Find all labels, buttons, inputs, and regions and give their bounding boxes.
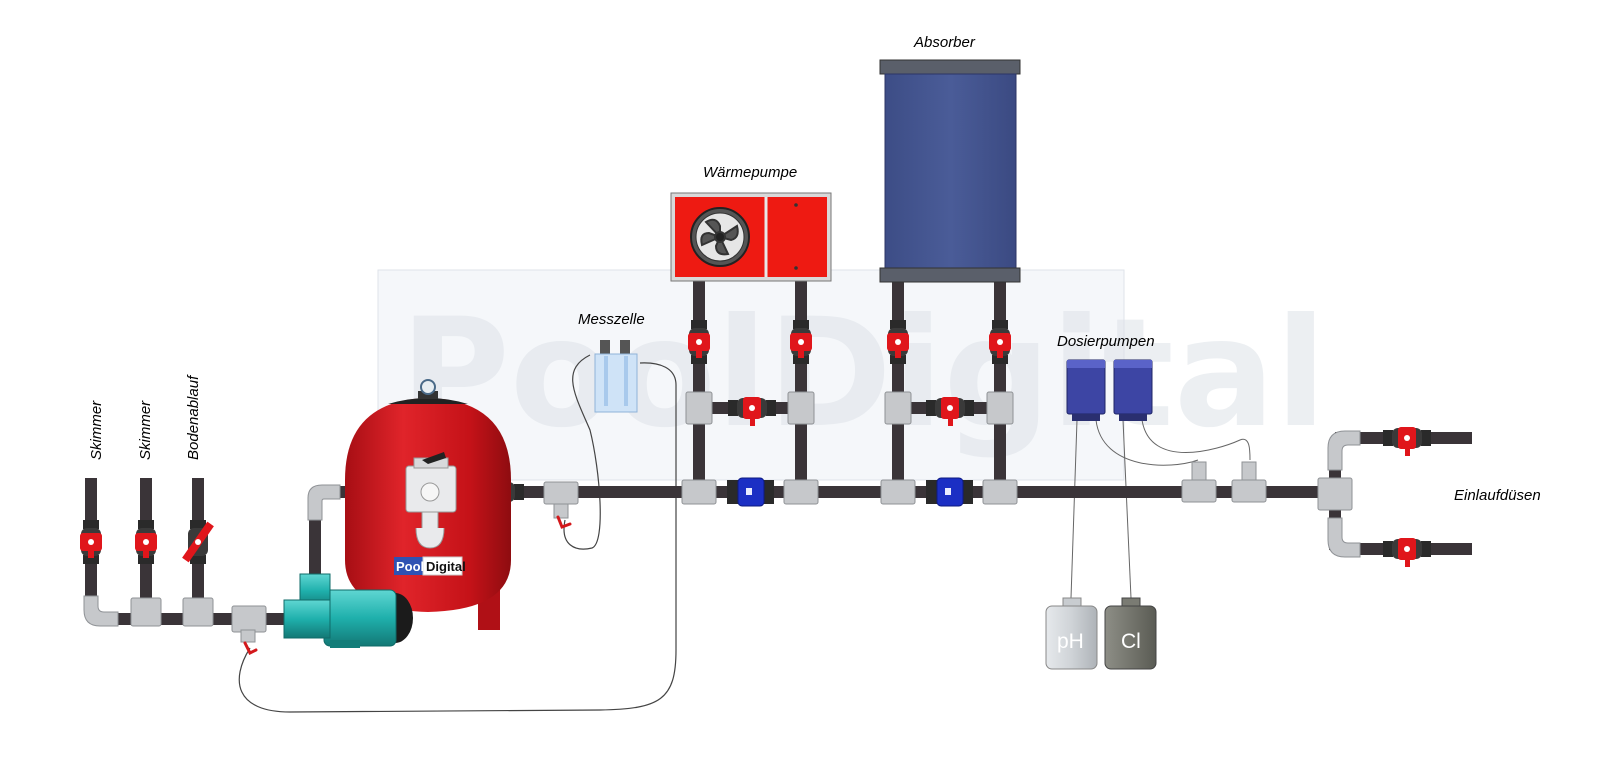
logo-pool-text: Pool — [396, 559, 424, 574]
ball-valve-skimmer-1 — [80, 520, 102, 564]
ball-valve-return-bottom — [1383, 538, 1431, 567]
label-waermepumpe: Wärmepumpe — [703, 164, 797, 181]
check-valve-2 — [926, 477, 973, 507]
sample-taps — [243, 515, 572, 656]
label-skimmer-1: Skimmer — [88, 400, 105, 460]
sample-hoses — [238, 354, 677, 713]
label-bodenablauf: Bodenablauf — [185, 374, 202, 460]
heat-pump — [670, 192, 832, 282]
ball-valves — [80, 320, 1431, 567]
check-valve-1 — [727, 477, 774, 507]
canister-cl: Cl — [1104, 597, 1157, 670]
measuring-cell — [594, 340, 638, 413]
ball-valve-heatpump-bypass — [728, 397, 776, 426]
ball-valve-return-top — [1383, 427, 1431, 456]
fan-icon — [700, 218, 739, 256]
canister-cl-label: Cl — [1121, 630, 1141, 653]
fittings — [83, 391, 1361, 643]
canister-ph: pH — [1045, 597, 1098, 670]
chemical-canisters: pH Cl — [1045, 597, 1157, 670]
check-valves — [727, 477, 973, 507]
ball-valve-heatpump-out — [790, 320, 812, 364]
label-skimmer-2: Skimmer — [137, 400, 154, 460]
label-dosierpumpen: Dosierpumpen — [1057, 333, 1155, 350]
logo-digital-text: Digital — [426, 559, 466, 574]
ball-valve-absorber-out — [989, 320, 1011, 364]
dosing-pumps — [1066, 359, 1153, 421]
ball-valve-absorber-in — [887, 320, 909, 364]
circulation-pump — [283, 573, 413, 648]
dosing-tubes — [1070, 419, 1251, 599]
watermark: PoolDigital — [377, 269, 1327, 481]
label-einlaufduesen: Einlaufdüsen — [1454, 487, 1541, 504]
dosing-pump-cl — [1113, 359, 1153, 421]
ball-valve-absorber-bypass — [926, 397, 974, 426]
canister-ph-label: pH — [1057, 630, 1084, 653]
pooldigital-logo: Pool Digital — [394, 556, 466, 576]
label-absorber: Absorber — [913, 34, 976, 51]
solar-absorber — [879, 59, 1021, 283]
ball-valve-heatpump-in — [688, 320, 710, 364]
ball-valve-bodenablauf — [182, 520, 214, 564]
watermark-text: PoolDigital — [400, 287, 1327, 461]
label-messzelle: Messzelle — [578, 311, 645, 328]
ball-valve-skimmer-2 — [135, 520, 157, 564]
dosing-pump-ph — [1066, 359, 1106, 421]
labels: Skimmer Skimmer Bodenablauf Messzelle Wä… — [88, 34, 1541, 504]
